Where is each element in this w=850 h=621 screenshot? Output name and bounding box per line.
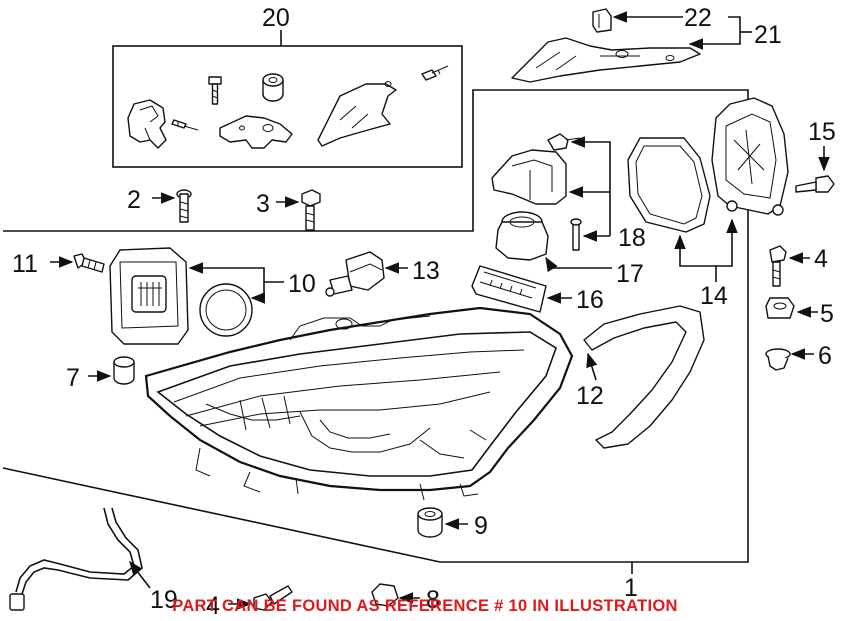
callout-2: 2 (127, 186, 141, 214)
motor-unit-part (495, 211, 549, 261)
callout-19: 19 (150, 586, 178, 614)
callout-14: 14 (700, 282, 728, 310)
callout-11: 11 (12, 250, 38, 278)
bracket-kit-box (112, 45, 463, 168)
housing-group-box (2, 89, 749, 563)
callout-13: 13 (412, 257, 440, 285)
reflector-bracket-part (491, 149, 567, 205)
lens-gasket-part (627, 137, 711, 233)
callout-6: 6 (818, 342, 832, 370)
bracket-kit-parts (127, 65, 449, 149)
trim-strip-part (583, 305, 705, 449)
clip-nut-part-5 (765, 297, 795, 319)
bolt-part-11 (73, 253, 105, 273)
led-strip-part (471, 265, 547, 313)
lens-housing-part (711, 97, 789, 216)
callout-20: 20 (262, 4, 290, 32)
upper-cover-part (511, 37, 701, 83)
clip-part-8 (371, 583, 399, 607)
callout-22: 22 (684, 4, 712, 32)
callout-8: 8 (426, 586, 440, 614)
control-module-part (109, 247, 189, 345)
bolt-part-4-bottom (253, 585, 293, 611)
plug-cap-part-6 (765, 348, 791, 371)
callout-3: 3 (256, 190, 270, 218)
grommet-part-9 (417, 507, 443, 538)
bolt-part-2 (176, 189, 192, 223)
cover-clip-part (592, 8, 612, 33)
gasket-ring-part (199, 283, 253, 337)
reference-notice: PART CAN BE FOUND AS REFERENCE # 10 IN I… (172, 597, 677, 615)
callout-10: 10 (288, 270, 316, 298)
callout-21: 21 (754, 21, 782, 49)
bolt-part-15 (795, 175, 835, 193)
callout-5: 5 (820, 300, 834, 328)
bolt-part-4-right (769, 245, 787, 287)
callout-16: 16 (576, 286, 604, 314)
callout-17: 17 (616, 260, 644, 288)
grommet-part-7 (113, 356, 135, 385)
wire-harness-part (9, 507, 143, 611)
connector-part-13 (325, 251, 385, 297)
callout-4-bottom: 4 (206, 592, 220, 620)
headlamp-assembly-part (144, 306, 574, 501)
callout-9: 9 (474, 512, 488, 540)
leader-lines (50, 11, 830, 610)
callout-18: 18 (618, 224, 646, 252)
callout-4-right: 4 (814, 245, 828, 273)
callout-labels: 20 22 21 15 2 3 18 4 11 13 17 10 14 16 5… (12, 4, 836, 620)
callout-12: 12 (576, 382, 604, 410)
bolt-part-3 (301, 189, 321, 231)
long-screw-part (570, 218, 582, 251)
callout-7: 7 (66, 364, 80, 392)
callout-15: 15 (808, 118, 836, 146)
callout-1: 1 (624, 574, 638, 602)
